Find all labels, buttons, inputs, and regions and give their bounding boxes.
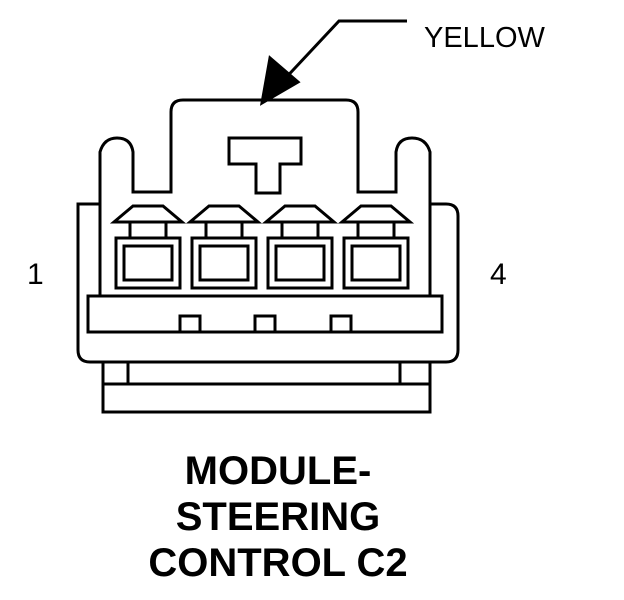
cavity-3 <box>266 206 334 288</box>
cavity-2 <box>190 206 258 288</box>
connector-housing <box>78 100 458 412</box>
title-line-3: CONTROL C2 <box>148 541 408 585</box>
title-line-1: MODULE- <box>184 449 372 493</box>
callout-leader-line <box>280 21 407 84</box>
pin-number-first: 1 <box>27 258 44 291</box>
connector-latch <box>229 138 301 193</box>
rail-bumps <box>180 316 351 332</box>
connector-title: MODULE- STEERING CONTROL C2 <box>0 448 556 586</box>
wire-color-label: YELLOW <box>424 22 545 54</box>
cavity-1 <box>114 206 182 288</box>
cavity-group <box>114 206 410 288</box>
pin-number-last: 4 <box>490 258 507 291</box>
callout-arrowhead <box>262 58 298 103</box>
cavity-4 <box>342 206 410 288</box>
title-line-2: STEERING <box>175 495 381 539</box>
